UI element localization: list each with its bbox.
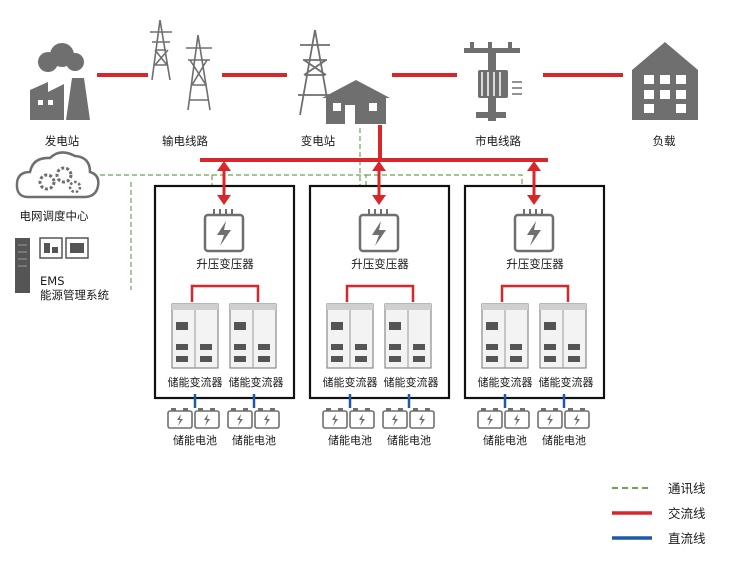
ac-line-to-pcs <box>190 284 260 302</box>
power-plant-icon <box>30 43 90 120</box>
load-label: 负载 <box>653 134 676 148</box>
pcs-left-cabinet-icon <box>171 303 219 369</box>
legend-label: 通讯线 <box>668 481 706 496</box>
dc-line-to-battery <box>348 394 411 408</box>
battery-left-label: 储能电池 <box>483 433 527 447</box>
ac-bidirectional-arrow <box>217 161 231 205</box>
storage-units: 升压变压器储能变流器储能变流器储能电池储能电池升压变压器储能变流器储能变流器储能… <box>153 161 606 447</box>
transformer-label: 升压变压器 <box>506 257 564 271</box>
battery-right-icon <box>537 408 590 429</box>
ac-bidirectional-arrow <box>372 161 386 205</box>
pcs-left-label: 储能变流器 <box>168 375 223 389</box>
battery-left-label: 储能电池 <box>328 433 372 447</box>
battery-left-icon <box>477 408 530 429</box>
legend-item: 通讯线 <box>612 481 706 496</box>
pcs-right-label: 储能变流器 <box>229 375 284 389</box>
pcs-right-label: 储能变流器 <box>384 375 439 389</box>
pcs-right-cabinet-icon <box>384 303 432 369</box>
city-line-pole-icon <box>464 42 522 121</box>
ac-bidirectional-arrow <box>527 161 541 205</box>
storage-unit: 升压变压器储能变流器储能变流器储能电池 储能电池 <box>463 161 606 447</box>
legend-item: 交流线 <box>612 506 706 521</box>
pcs-left-label: 储能变流器 <box>478 375 533 389</box>
pcs-left-cabinet-icon <box>481 303 529 369</box>
dc-line-to-battery <box>193 394 256 408</box>
dispatch-center-label: 电网调度中心 <box>20 209 89 223</box>
comm-line-unit3 <box>366 174 523 186</box>
pcs-right-cabinet-icon <box>229 303 277 369</box>
ems-server-icon <box>15 237 89 293</box>
storage-unit: 升压变压器储能变流器储能变流器储能电池 储能电池 <box>308 161 451 447</box>
storage-unit: 升压变压器储能变流器储能变流器储能电池 储能电池 <box>153 161 296 447</box>
legend-label: 直流线 <box>668 531 706 546</box>
pcs-right-label: 储能变流器 <box>539 375 594 389</box>
transformer-label: 升压变压器 <box>351 257 409 271</box>
transmission-line-label: 输电线路 <box>162 134 208 148</box>
pcs-left-label: 储能变流器 <box>323 375 378 389</box>
transformer-icon <box>203 209 245 253</box>
ac-top-lines <box>97 73 623 162</box>
battery-right-icon <box>382 408 435 429</box>
battery-left-icon <box>167 408 220 429</box>
ems-label-line2: 能源管理系统 <box>40 288 109 302</box>
substation-label: 变电站 <box>301 134 336 148</box>
battery-left-icon <box>322 408 375 429</box>
legend-item: 直流线 <box>612 531 706 546</box>
transformer-icon <box>513 209 555 253</box>
transmission-tower-icon <box>150 19 212 111</box>
pcs-right-cabinet-icon <box>539 303 587 369</box>
battery-right-label: 储能电池 <box>387 433 431 447</box>
power-plant-label: 发电站 <box>45 134 80 148</box>
pcs-left-cabinet-icon <box>326 303 374 369</box>
comm-lines <box>100 128 523 290</box>
battery-right-label: 储能电池 <box>232 433 276 447</box>
dc-line-to-battery <box>503 394 566 408</box>
transformer-icon <box>358 209 400 253</box>
battery-right-label: 储能电池 <box>542 433 586 447</box>
battery-left-label: 储能电池 <box>173 433 217 447</box>
battery-right-icon <box>227 408 280 429</box>
ac-line-to-pcs <box>500 284 570 302</box>
ems-label-line1: EMS <box>40 274 65 288</box>
dispatch-cloud-icon <box>15 151 100 199</box>
comm-line-unit2 <box>212 174 367 186</box>
substation-icon <box>298 29 390 124</box>
ac-line-to-pcs <box>345 284 415 302</box>
legend-label: 交流线 <box>668 506 706 521</box>
city-line-label: 市电线路 <box>475 134 521 148</box>
load-house-icon <box>632 42 698 120</box>
transformer-label: 升压变压器 <box>196 257 254 271</box>
